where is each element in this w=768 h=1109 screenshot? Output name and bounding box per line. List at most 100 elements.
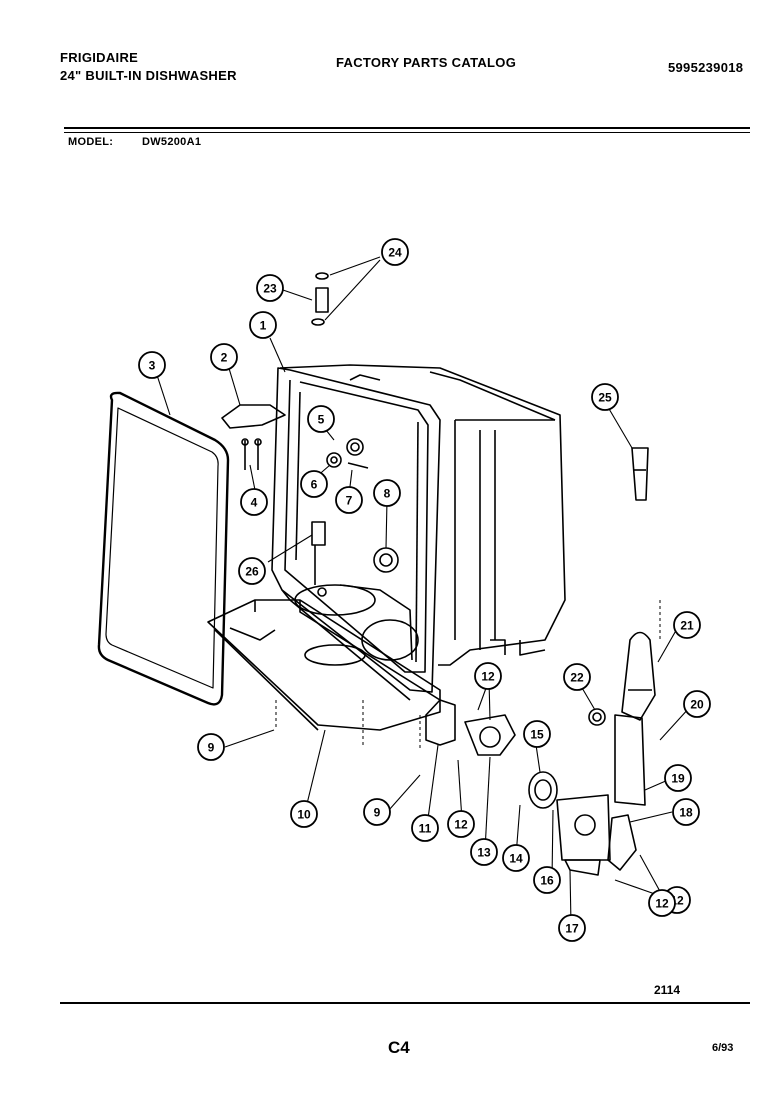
callout-12: 12 <box>474 662 502 690</box>
callout-circle <box>447 810 475 838</box>
callout-label: 5 <box>318 413 325 427</box>
callout-label: 26 <box>245 565 259 579</box>
header-rule-thin <box>64 132 750 133</box>
callout-circle <box>197 733 225 761</box>
callout-circle <box>381 238 409 266</box>
callout-6: 6 <box>300 470 328 498</box>
callout-label: 19 <box>671 772 685 786</box>
callout-label: 17 <box>565 922 579 936</box>
callout-circle <box>523 720 551 748</box>
callout-label: 1 <box>260 319 267 333</box>
callout-label: 12 <box>655 897 669 911</box>
callout-label: 24 <box>388 246 402 260</box>
callout-18: 18 <box>672 798 700 826</box>
callout-label: 9 <box>374 806 381 820</box>
callout-label: 12 <box>481 670 495 684</box>
callout-12: 12 <box>447 810 475 838</box>
screws-4 <box>241 438 262 470</box>
brand-name: FRIGIDAIRE <box>60 50 139 65</box>
callout-13: 13 <box>470 838 498 866</box>
callout-11: 11 <box>411 814 439 842</box>
callout-2: 2 <box>210 343 238 371</box>
catalog-title: FACTORY PARTS CATALOG <box>336 55 517 70</box>
callout-16: 16 <box>533 866 561 894</box>
callout-19: 19 <box>664 764 692 792</box>
callout-label: 3 <box>149 359 156 373</box>
callout-label: 23 <box>263 282 277 296</box>
model-label: MODEL: <box>68 136 114 148</box>
callout-label: 4 <box>251 496 258 510</box>
callout-10: 10 <box>290 800 318 828</box>
callout-21: 21 <box>673 611 701 639</box>
callout-9: 9 <box>363 798 391 826</box>
callout-9: 9 <box>197 733 225 761</box>
callout-22: 22 <box>563 663 591 691</box>
tub-front-frame <box>271 367 441 701</box>
diagram-number: 2114 <box>654 983 681 997</box>
callout-circle <box>411 814 439 842</box>
callout-circle <box>249 311 277 339</box>
model-value: DW5200A1 <box>142 136 202 148</box>
callout-label: 22 <box>570 671 584 685</box>
spray-parts <box>311 272 329 326</box>
callout-circle <box>683 690 711 718</box>
callout-7: 7 <box>335 486 363 514</box>
callout-circle <box>240 488 268 516</box>
appliance-subtitle: 24" BUILT-IN DISHWASHER <box>60 68 237 83</box>
callout-20: 20 <box>683 690 711 718</box>
callout-label: 7 <box>346 494 353 508</box>
catalog-date: 6/93 <box>712 1042 734 1054</box>
callout-23: 23 <box>256 274 284 302</box>
callout-circle <box>335 486 363 514</box>
callout-label: 16 <box>540 874 554 888</box>
callout-12: 12 <box>648 889 676 917</box>
callout-circle <box>138 351 166 379</box>
header-rule <box>64 127 750 129</box>
tub-body <box>279 364 566 666</box>
callout-label: 6 <box>311 478 318 492</box>
door-panel <box>207 599 441 731</box>
callout-circle <box>363 798 391 826</box>
callout-14: 14 <box>502 844 530 872</box>
callout-circle <box>502 844 530 872</box>
footer-rule <box>60 1002 750 1004</box>
dashed-lines <box>275 600 661 750</box>
callout-15: 15 <box>523 720 551 748</box>
callout-circle <box>672 798 700 826</box>
callout-17: 17 <box>558 914 586 942</box>
callout-label: 13 <box>477 846 491 860</box>
callout-24: 24 <box>381 238 409 266</box>
callout-circle <box>533 866 561 894</box>
callout-circle <box>307 405 335 433</box>
inner-parts <box>311 438 399 597</box>
part-25 <box>631 447 649 501</box>
page-code: C4 <box>388 1038 410 1057</box>
callout-circle <box>648 889 676 917</box>
callout-circle <box>664 764 692 792</box>
callout-circle <box>470 838 498 866</box>
callout-circle <box>673 611 701 639</box>
callout-circle <box>563 663 591 691</box>
callout-label: 21 <box>680 619 694 633</box>
callout-circle <box>591 383 619 411</box>
callout-label: 11 <box>419 822 432 836</box>
callout-4: 4 <box>240 488 268 516</box>
callout-circle <box>238 557 266 585</box>
callout-label: 9 <box>208 741 215 755</box>
callout-1: 1 <box>249 311 277 339</box>
callout-circle <box>474 662 502 690</box>
callout-label: 25 <box>598 391 612 405</box>
callout-label: 12 <box>454 818 468 832</box>
callout-circle <box>290 800 318 828</box>
callout-circle <box>558 914 586 942</box>
callout-circle <box>300 470 328 498</box>
pump-assembly <box>425 699 637 876</box>
side-bracket <box>614 631 656 806</box>
callout-label: 14 <box>509 852 523 866</box>
door-gasket <box>97 391 230 706</box>
catalog-part-number: 5995239018 <box>668 60 744 75</box>
callout-label: 15 <box>530 728 544 742</box>
callout-label: 20 <box>690 698 704 712</box>
callout-26: 26 <box>238 557 266 585</box>
